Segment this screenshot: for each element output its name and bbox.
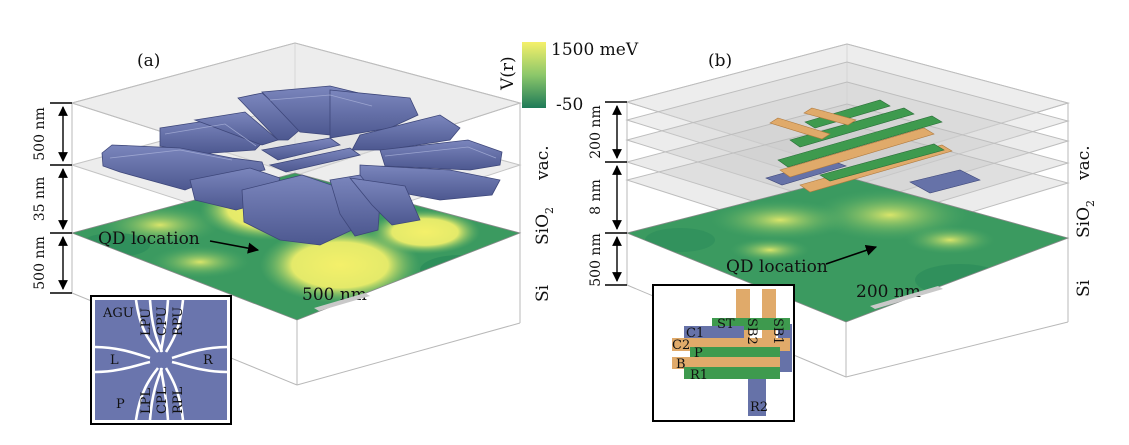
panel-a-dim-vac: 500 nm xyxy=(32,107,48,160)
inset-b-r1: R1 xyxy=(690,368,708,383)
inset-a-cpl: CPL xyxy=(155,386,170,414)
panel-b: 200 nm 8 nm 500 nm (b) vac. SiO2 Si QD l… xyxy=(588,43,1097,422)
inset-b-p: P xyxy=(694,346,703,361)
inset-b-sb1: SB1 xyxy=(770,318,785,345)
panel-b-si-potential-map xyxy=(625,176,1070,323)
panel-a-label: (a) xyxy=(137,51,160,71)
panel-b-label: (b) xyxy=(708,51,732,71)
panel-b-gate-layout-inset: SB2 SB1 ST C1 C2 P B R1 R2 xyxy=(652,284,795,422)
inset-b-sb2: SB2 xyxy=(744,318,759,345)
panel-a-layer-oxide: SiO2 xyxy=(533,207,556,245)
panel-b-gate-electrodes xyxy=(765,99,981,194)
panel-a-dimension-arrows xyxy=(50,102,72,294)
panel-b-layer-si: Si xyxy=(1074,279,1094,297)
colorbar-max: 1500 meV xyxy=(551,40,639,60)
inset-b-c1: C1 xyxy=(686,326,704,341)
inset-a-r: R xyxy=(203,353,214,368)
inset-a-l: L xyxy=(110,353,119,368)
colorbar: V(r) 1500 meV -50 xyxy=(498,40,639,115)
inset-a-lpl: LPL xyxy=(139,388,154,414)
inset-a-rpl: RPL xyxy=(171,386,186,414)
inset-a-cpu: CPU xyxy=(155,307,170,336)
panel-a-gate-electrodes xyxy=(101,85,503,246)
inset-b-b: B xyxy=(676,357,686,372)
panel-b-qd-arrow xyxy=(825,244,878,265)
inset-a-rpu: RPU xyxy=(171,307,186,336)
panel-b-dim-oxide: 8 nm xyxy=(588,179,604,215)
panel-a-layer-vac: vac. xyxy=(533,145,553,181)
panel-b-scale-text: 200 nm xyxy=(856,282,921,302)
panel-b-dim-vac: 200 nm xyxy=(588,105,604,158)
panel-b-dimension-arrows xyxy=(605,101,627,286)
panel-a-layer-si: Si xyxy=(533,284,553,302)
panel-b-layer-vac: vac. xyxy=(1074,145,1094,181)
inset-b-r2: R2 xyxy=(750,400,768,415)
inset-a-lpu: LPU xyxy=(139,308,154,336)
panel-a: 500 nm 35 nm 500 nm (a) vac. SiO2 Si QD … xyxy=(32,42,556,425)
colorbar-title: V(r) xyxy=(498,56,518,91)
panel-a-qd-arrow xyxy=(209,240,260,254)
panel-b-layer-oxide: SiO2 xyxy=(1074,200,1097,238)
panel-b-qd-label: QD location xyxy=(726,257,828,277)
panel-a-dim-si: 500 nm xyxy=(32,236,48,289)
inset-a-agu: AGU xyxy=(102,306,134,321)
panel-b-dim-si: 500 nm xyxy=(588,233,604,286)
colorbar-min: -50 xyxy=(556,95,583,115)
panel-a-qd-label: QD location xyxy=(98,229,200,249)
panel-a-dim-oxide: 35 nm xyxy=(32,177,48,222)
inset-a-p: P xyxy=(116,397,125,412)
inset-b-st: ST xyxy=(717,317,735,332)
panel-b-vacuum-top-plane xyxy=(625,43,1070,171)
inset-b-c2: C2 xyxy=(672,338,690,353)
panel-a-gate-layout-inset: AGU LPU CPU RPU L R P LPL CPL RPL xyxy=(90,295,232,425)
colorbar-gradient xyxy=(522,42,546,108)
panel-a-scale-bar xyxy=(314,293,370,311)
panel-b-scale-bar xyxy=(870,286,943,309)
